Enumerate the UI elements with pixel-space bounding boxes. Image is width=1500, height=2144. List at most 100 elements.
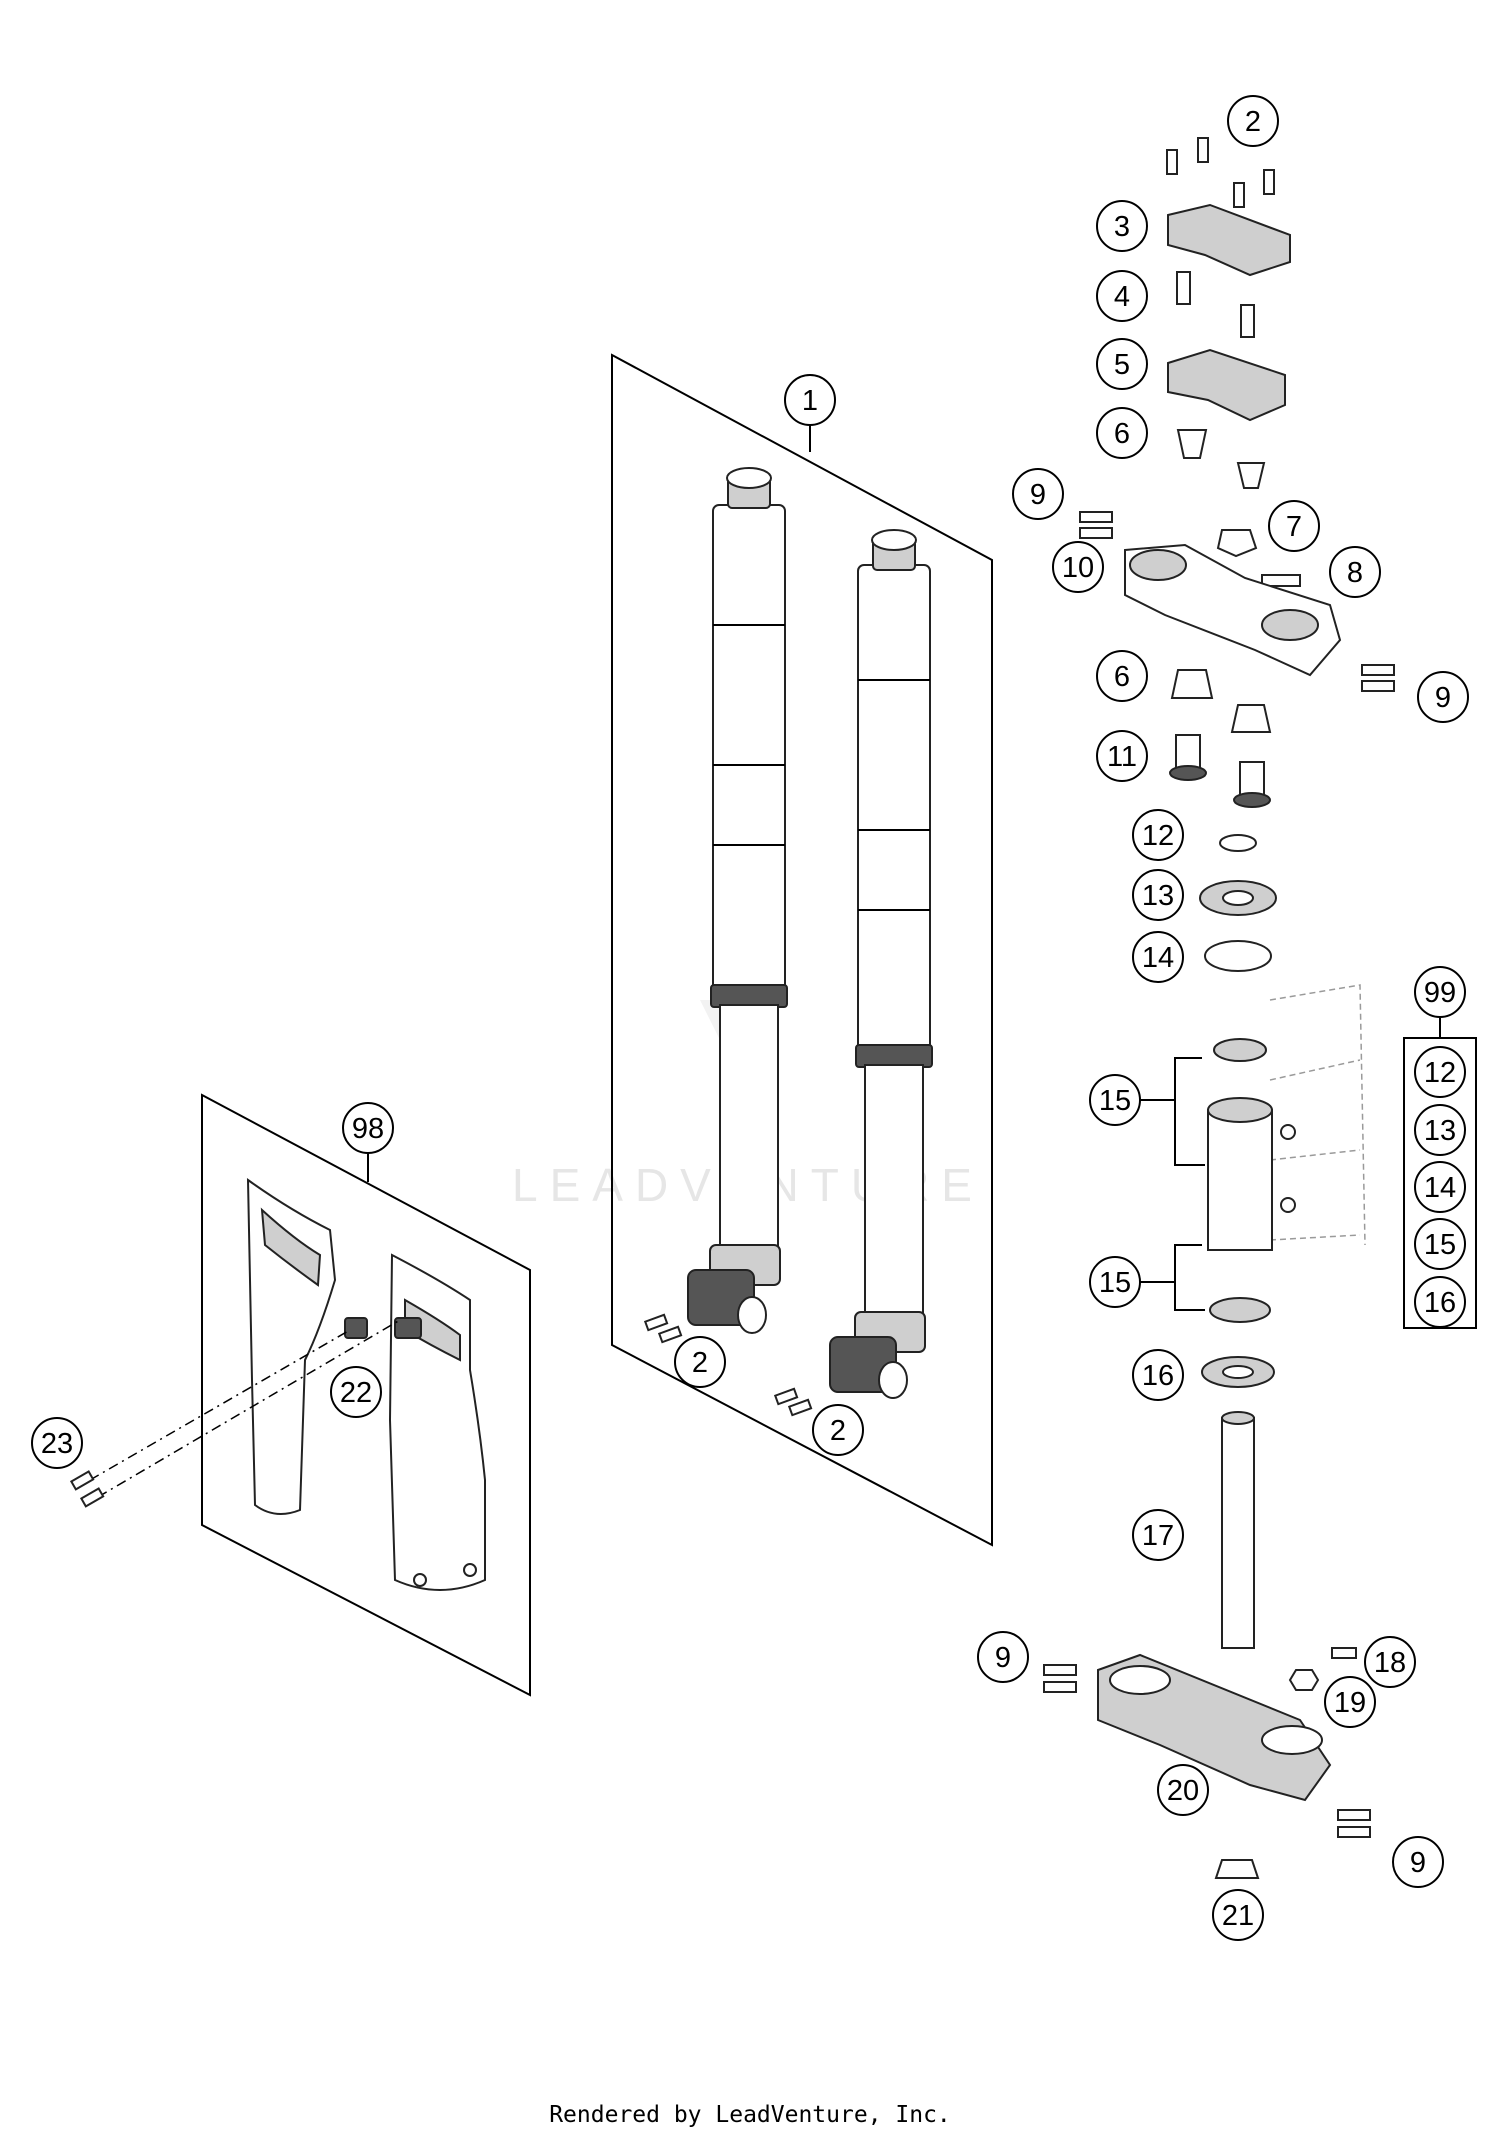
kit-99-item: 15 bbox=[1414, 1218, 1466, 1270]
brake-line-clamp bbox=[344, 1317, 422, 1339]
callout-14: 14 bbox=[1132, 931, 1184, 983]
fork-guard-left bbox=[246, 1178, 337, 1515]
callout-19: 19 bbox=[1324, 1676, 1376, 1728]
svg-text:20: 20 bbox=[1167, 1775, 1199, 1807]
bearing-race-upper bbox=[1204, 940, 1272, 972]
svg-text:23: 23 bbox=[41, 1428, 73, 1460]
svg-text:8: 8 bbox=[1347, 557, 1363, 589]
svg-text:10: 10 bbox=[1062, 552, 1094, 584]
callout-3: 3 bbox=[1096, 200, 1148, 252]
svg-text:2: 2 bbox=[830, 1415, 846, 1447]
svg-text:11: 11 bbox=[1107, 741, 1137, 773]
kit-99-item: 13 bbox=[1414, 1104, 1466, 1156]
o-ring bbox=[1219, 834, 1257, 852]
svg-text:18: 18 bbox=[1374, 1647, 1406, 1679]
callout-12: 12 bbox=[1132, 809, 1184, 861]
callout-9: 9 bbox=[1417, 671, 1469, 723]
callout-15: 15 bbox=[1089, 1074, 1141, 1126]
svg-text:13: 13 bbox=[1424, 1115, 1456, 1147]
callout-5: 5 bbox=[1096, 338, 1148, 390]
guard-screw-axis-lower bbox=[97, 1319, 401, 1498]
callout-16: 16 bbox=[1132, 1349, 1184, 1401]
callout-9: 9 bbox=[977, 1631, 1029, 1683]
rubber-bushing-lower-a bbox=[1170, 669, 1214, 699]
svg-text:9: 9 bbox=[1410, 1847, 1426, 1879]
steering-bearing-lower bbox=[1209, 1297, 1271, 1323]
svg-text:21: 21 bbox=[1222, 1900, 1254, 1932]
svg-text:6: 6 bbox=[1114, 418, 1130, 450]
svg-text:13: 13 bbox=[1142, 880, 1174, 912]
svg-text:9: 9 bbox=[1435, 682, 1451, 714]
callout-2: 2 bbox=[812, 1404, 864, 1456]
svg-text:6: 6 bbox=[1114, 661, 1130, 693]
steering-stem-nut bbox=[1216, 529, 1258, 558]
lower-clamp-screws-right bbox=[1337, 1809, 1371, 1838]
svg-text:17: 17 bbox=[1142, 1520, 1174, 1552]
fork-guard-kit-frame bbox=[201, 1093, 531, 1697]
lower-clamp-screws-left bbox=[1043, 1664, 1077, 1693]
handlebar-clamp-top bbox=[1167, 203, 1291, 277]
callout-2: 2 bbox=[1227, 95, 1279, 147]
stem-pinch-bolt bbox=[1331, 1647, 1357, 1659]
footer-credit: Rendered by LeadVenture, Inc. bbox=[549, 2102, 951, 2128]
fork-guard-right bbox=[388, 1253, 486, 1591]
callout-20: 20 bbox=[1157, 1764, 1209, 1816]
callout-2: 2 bbox=[674, 1336, 726, 1388]
fork-assembly-frame bbox=[611, 353, 993, 1547]
upper-clamp-pinch-bolt bbox=[1261, 574, 1301, 587]
handlebar-clamp-screws bbox=[1166, 137, 1275, 208]
svg-text:9: 9 bbox=[1030, 479, 1046, 511]
callout-13: 13 bbox=[1132, 869, 1184, 921]
steering-stem bbox=[1221, 1411, 1255, 1649]
callout-18: 18 bbox=[1364, 1636, 1416, 1688]
upper-triple-clamp bbox=[1124, 543, 1342, 677]
svg-text:16: 16 bbox=[1424, 1287, 1456, 1319]
bracket-15-lower bbox=[1140, 1244, 1205, 1311]
kit-99-item: 14 bbox=[1414, 1161, 1466, 1213]
svg-text:5: 5 bbox=[1114, 349, 1130, 381]
callout-9: 9 bbox=[1392, 1836, 1444, 1888]
handlebar-clamp-bottom bbox=[1167, 348, 1286, 422]
callout-98: 98 bbox=[342, 1102, 394, 1154]
callout-1: 1 bbox=[784, 374, 836, 426]
handlebar-mount-sleeves bbox=[1169, 734, 1271, 808]
bracket-15-upper bbox=[1140, 1057, 1205, 1166]
svg-text:2: 2 bbox=[1245, 106, 1261, 138]
fork-leg-left bbox=[687, 467, 788, 1334]
guard-screw-axis-upper bbox=[89, 1329, 351, 1481]
svg-text:99: 99 bbox=[1424, 977, 1456, 1009]
svg-text:19: 19 bbox=[1334, 1687, 1366, 1719]
svg-text:15: 15 bbox=[1099, 1267, 1131, 1299]
svg-text:14: 14 bbox=[1424, 1172, 1456, 1204]
lower-clamp-nut bbox=[1288, 1669, 1320, 1691]
svg-text:16: 16 bbox=[1142, 1360, 1174, 1392]
svg-text:2: 2 bbox=[692, 1347, 708, 1379]
fork-leg-right bbox=[829, 529, 933, 1399]
svg-text:1: 1 bbox=[802, 385, 818, 417]
rubber-bushing-upper-a bbox=[1176, 429, 1208, 459]
frame-steering-head bbox=[1207, 984, 1366, 1251]
callout-8: 8 bbox=[1329, 546, 1381, 598]
callout-23: 23 bbox=[31, 1417, 83, 1469]
callout-17: 17 bbox=[1132, 1509, 1184, 1561]
guard-screws bbox=[69, 1470, 105, 1508]
kit-99-item: 12 bbox=[1414, 1046, 1466, 1098]
callout-6: 6 bbox=[1096, 407, 1148, 459]
svg-text:12: 12 bbox=[1142, 820, 1174, 852]
svg-text:9: 9 bbox=[995, 1642, 1011, 1674]
callout-21: 21 bbox=[1212, 1889, 1264, 1941]
callout-22: 22 bbox=[330, 1366, 382, 1418]
callout-6: 6 bbox=[1096, 650, 1148, 702]
upper-clamp-screws-left bbox=[1079, 511, 1113, 539]
callout-10: 10 bbox=[1052, 541, 1104, 593]
handlebar-clamp-bolts bbox=[1176, 271, 1255, 338]
svg-text:7: 7 bbox=[1286, 511, 1302, 543]
svg-text:4: 4 bbox=[1114, 281, 1130, 313]
svg-text:15: 15 bbox=[1424, 1229, 1456, 1261]
fork-screws-left bbox=[643, 1313, 683, 1344]
callout-4: 4 bbox=[1096, 270, 1148, 322]
svg-text:98: 98 bbox=[352, 1113, 384, 1145]
kit-99-item: 16 bbox=[1414, 1276, 1466, 1328]
callout-99: 99 bbox=[1414, 966, 1466, 1018]
